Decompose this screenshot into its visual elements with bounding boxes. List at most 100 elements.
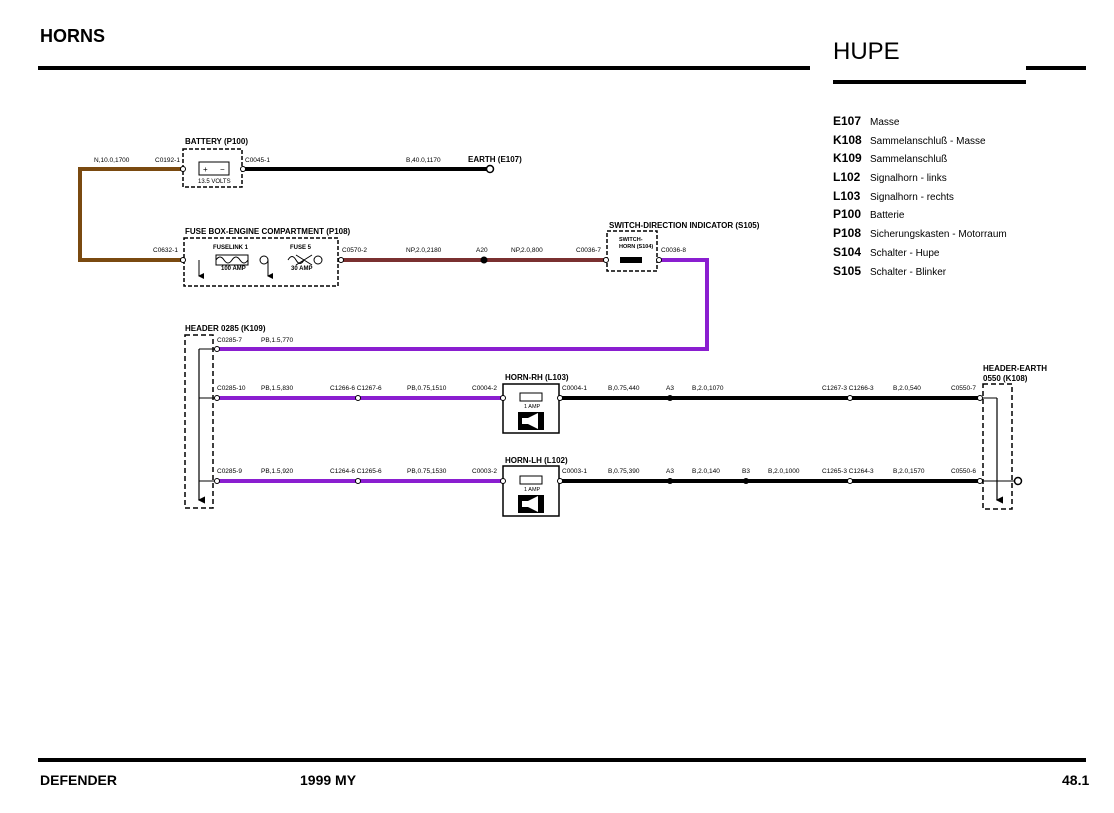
page-title-german: HUPE (833, 38, 900, 65)
connector-label: C0003-2 (472, 468, 497, 475)
legend-desc: Schalter - Blinker (870, 266, 947, 278)
legend-desc: Signalhorn - rechts (870, 191, 954, 203)
connector-label: C0285-7 (217, 337, 242, 344)
connector-pin (240, 166, 246, 172)
connector-pin (180, 257, 186, 263)
legend-code: L102 (833, 170, 861, 185)
fuselink-label: FUSELINK 1 (213, 245, 249, 251)
connector-pin (603, 257, 609, 263)
legend-code: L103 (833, 188, 861, 203)
connector-label: C1267-3 C1266-3 (822, 385, 874, 392)
footer-rule (38, 758, 1086, 762)
splice-label: A20 (476, 247, 488, 254)
page-title: HORNS (40, 26, 106, 46)
wire-label: B,0.75,440 (608, 385, 640, 392)
connector-label: C0550-7 (951, 385, 976, 392)
wire-label: B,2.0,1000 (768, 468, 800, 475)
connector-label: C0550-6 (951, 468, 976, 475)
footer-year: 1999 MY (300, 772, 357, 788)
battery-minus: − (220, 165, 225, 174)
legend-desc: Batterie (870, 210, 905, 222)
title-rule-left (38, 66, 810, 70)
connector-label: C0004-1 (562, 385, 587, 392)
inline-connector (847, 478, 853, 484)
splice-label: A3 (666, 385, 674, 392)
inline-connector (847, 395, 853, 401)
splice-b3 (743, 478, 749, 484)
legend-item: S105 Schalter - Blinker (833, 264, 1007, 283)
legend-item: K109 Sammelanschluß (833, 151, 1007, 170)
wire-label: B,2.0,1570 (893, 468, 925, 475)
connector-pin (214, 478, 220, 484)
wire-label: NP,2.0,800 (511, 247, 543, 254)
connector-label: C0285-9 (217, 468, 242, 475)
legend-code: P100 (833, 207, 862, 222)
horn-lh-label: HORN-LH (L102) (505, 456, 568, 465)
earth-label: EARTH (E107) (468, 155, 522, 164)
header-k109-box (184, 334, 214, 509)
connector-label: C1265-3 C1264-3 (822, 468, 874, 475)
wire-brown (78, 167, 182, 262)
wire-label: PB,0.75,1530 (407, 468, 447, 475)
horn-lh-icon (522, 496, 538, 512)
wire-label: PB,0.75,1510 (407, 385, 447, 392)
connector-label: C0004-2 (472, 385, 497, 392)
connector-label: C0632-1 (153, 247, 178, 254)
inline-connector (355, 395, 361, 401)
legend-desc: Signalhorn - links (870, 173, 947, 185)
splice-a3-rh (667, 395, 673, 401)
connector-pin (180, 166, 186, 172)
horn-rh-fuse-icon (519, 392, 543, 402)
connector-label: C1264-6 C1265-6 (330, 468, 382, 475)
legend-item: L102 Signalhorn - links (833, 170, 1007, 189)
legend-code: K109 (833, 151, 862, 166)
legend-desc: Masse (870, 117, 900, 128)
legend-item: P100 Batterie (833, 207, 1007, 226)
legend-code: K108 (833, 132, 862, 147)
legend-code: S105 (833, 263, 862, 278)
connector-pin (557, 395, 563, 401)
battery-plus: + (203, 165, 208, 174)
earth-terminal-icon (1013, 476, 1023, 486)
connector-pin (977, 478, 983, 484)
wire-label: N,10.0,1700 (94, 157, 130, 164)
battery-voltage: 13.5 VOLTS (198, 179, 231, 185)
wire-purple-switch (217, 258, 709, 351)
title-rule-right (1026, 66, 1086, 70)
wire-label: B,40.0,1170 (406, 157, 441, 164)
legend-item: L103 Signalhorn - rechts (833, 189, 1007, 208)
fuse-icon (313, 255, 323, 265)
header-earth-label: 0550 (K108) (983, 374, 1028, 383)
fuse-element-icon (287, 254, 313, 266)
connector-label: C0285-10 (217, 385, 246, 392)
horn-rh-amp: 1 AMP (524, 404, 541, 410)
wire-label: NP,2.0,2180 (406, 247, 442, 254)
horn-lh-amp: 1 AMP (524, 487, 541, 493)
page-number: 48.1 (1062, 772, 1090, 788)
switch-label: SWITCH-DIRECTION INDICATOR (S105) (609, 221, 760, 230)
connector-pin (977, 395, 983, 401)
wire-label: B,0.75,390 (608, 468, 640, 475)
legend-desc: Schalter - Hupe (870, 247, 940, 259)
fuse-icon (259, 255, 269, 265)
connector-pin (338, 257, 344, 263)
header-k109-label: HEADER 0285 (K109) (185, 324, 266, 333)
wire-label: B,2.0,1070 (692, 385, 724, 392)
wire-label: PB,1.5,770 (261, 337, 294, 344)
horn-rh-icon (522, 413, 538, 429)
fuselink-icon (215, 256, 249, 264)
wire-label: B,2.0,140 (692, 468, 720, 475)
fuse-box-label: FUSE BOX-ENGINE COMPARTMENT (P108) (185, 227, 351, 236)
connector-pin (656, 257, 662, 263)
fuselink-amp: 100 AMP (221, 266, 246, 272)
wire-label: B,2.0,540 (893, 385, 921, 392)
legend-desc: Sammelanschluß (870, 154, 948, 166)
battery-icon (198, 161, 230, 176)
connector-label: C0036-8 (661, 247, 686, 254)
connector-pin (214, 395, 220, 401)
connector-pin (214, 346, 220, 352)
splice-a20 (480, 256, 488, 264)
